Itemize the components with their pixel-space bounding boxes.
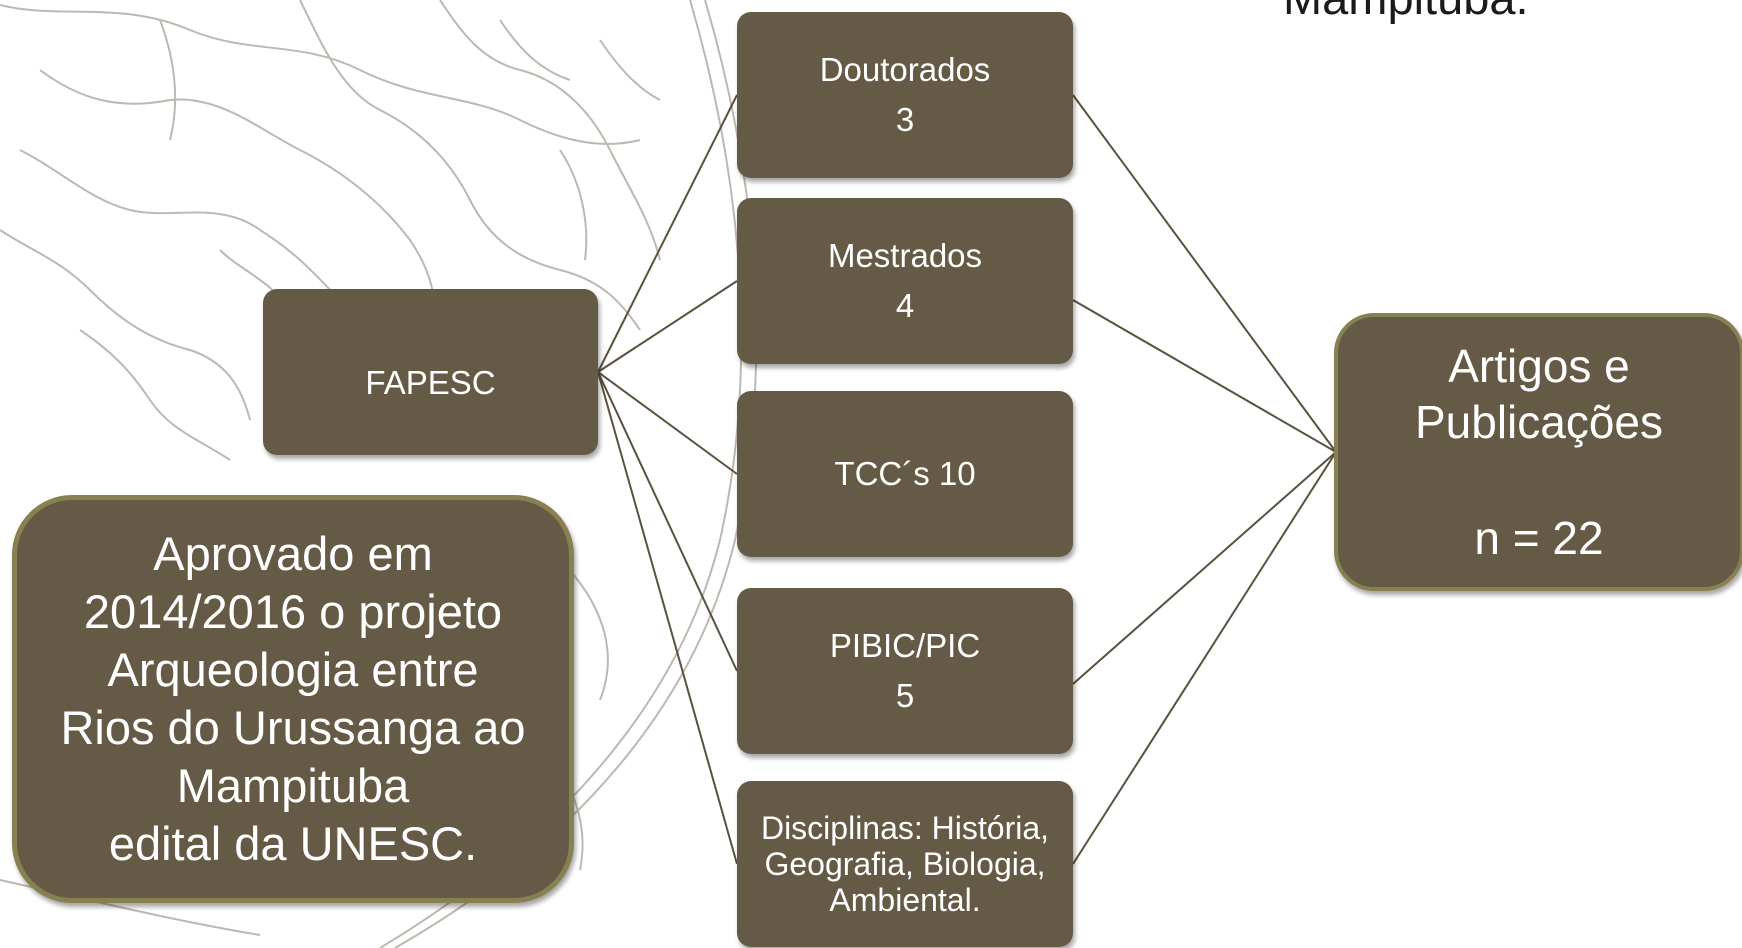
approval-line-1: Aprovado em xyxy=(153,527,433,580)
approval-line-2: 2014/2016 o projeto xyxy=(83,585,503,638)
approval-line-4: Rios do Urussanga ao xyxy=(60,701,526,754)
connector-mestrados-artigos xyxy=(1072,299,1337,453)
connector-disciplinas-artigos xyxy=(1072,451,1337,865)
artigos-line-2: Publicações xyxy=(1414,396,1664,448)
mestrados-label: Mestrados xyxy=(827,237,983,274)
disciplinas-box: Disciplinas: História, Geografia, Biolog… xyxy=(737,781,1073,947)
approval-box: Aprovado em 2014/2016 o projeto Arqueolo… xyxy=(12,495,574,903)
connector-fapesc-tcc xyxy=(597,371,738,475)
tcc-box: TCC´s 10 xyxy=(737,391,1073,557)
disciplinas-line-3: Ambiental. xyxy=(829,882,981,918)
pibic-label: PIBIC/PIC xyxy=(829,627,981,664)
doutorados-box: Doutorados 3 xyxy=(737,12,1073,178)
artigos-count: n = 22 xyxy=(1474,512,1604,564)
mestrados-count: 4 xyxy=(895,287,915,324)
connector-pibic-artigos xyxy=(1072,451,1337,685)
tcc-label: TCC´s 10 xyxy=(834,455,976,492)
connector-fapesc-pibic xyxy=(597,371,738,672)
fapesc-label: FAPESC xyxy=(365,364,496,401)
connector-fapesc-disciplinas xyxy=(597,371,738,865)
pibic-count: 5 xyxy=(895,677,915,714)
doutorados-count: 3 xyxy=(895,101,915,138)
pibic-box: PIBIC/PIC 5 xyxy=(737,588,1073,754)
artigos-publicacoes-box: Artigos e Publicações n = 22 xyxy=(1334,313,1742,591)
connector-fapesc-doutorados xyxy=(597,94,738,373)
disciplinas-line-1: Disciplinas: História, xyxy=(760,810,1050,846)
mestrados-box: Mestrados 4 xyxy=(737,198,1073,364)
approval-line-6: edital da UNESC. xyxy=(108,817,478,870)
connector-fapesc-mestrados xyxy=(597,280,738,373)
partial-top-text: Mampituba. xyxy=(1283,0,1529,26)
connector-doutorados-artigos xyxy=(1072,94,1337,453)
approval-line-3: Arqueologia entre xyxy=(107,643,479,696)
doutorados-label: Doutorados xyxy=(819,51,991,88)
artigos-line-1: Artigos e xyxy=(1448,340,1630,392)
disciplinas-line-2: Geografia, Biologia, xyxy=(764,846,1046,882)
fapesc-box: FAPESC xyxy=(263,289,598,455)
approval-line-5: Mampituba xyxy=(176,759,410,812)
